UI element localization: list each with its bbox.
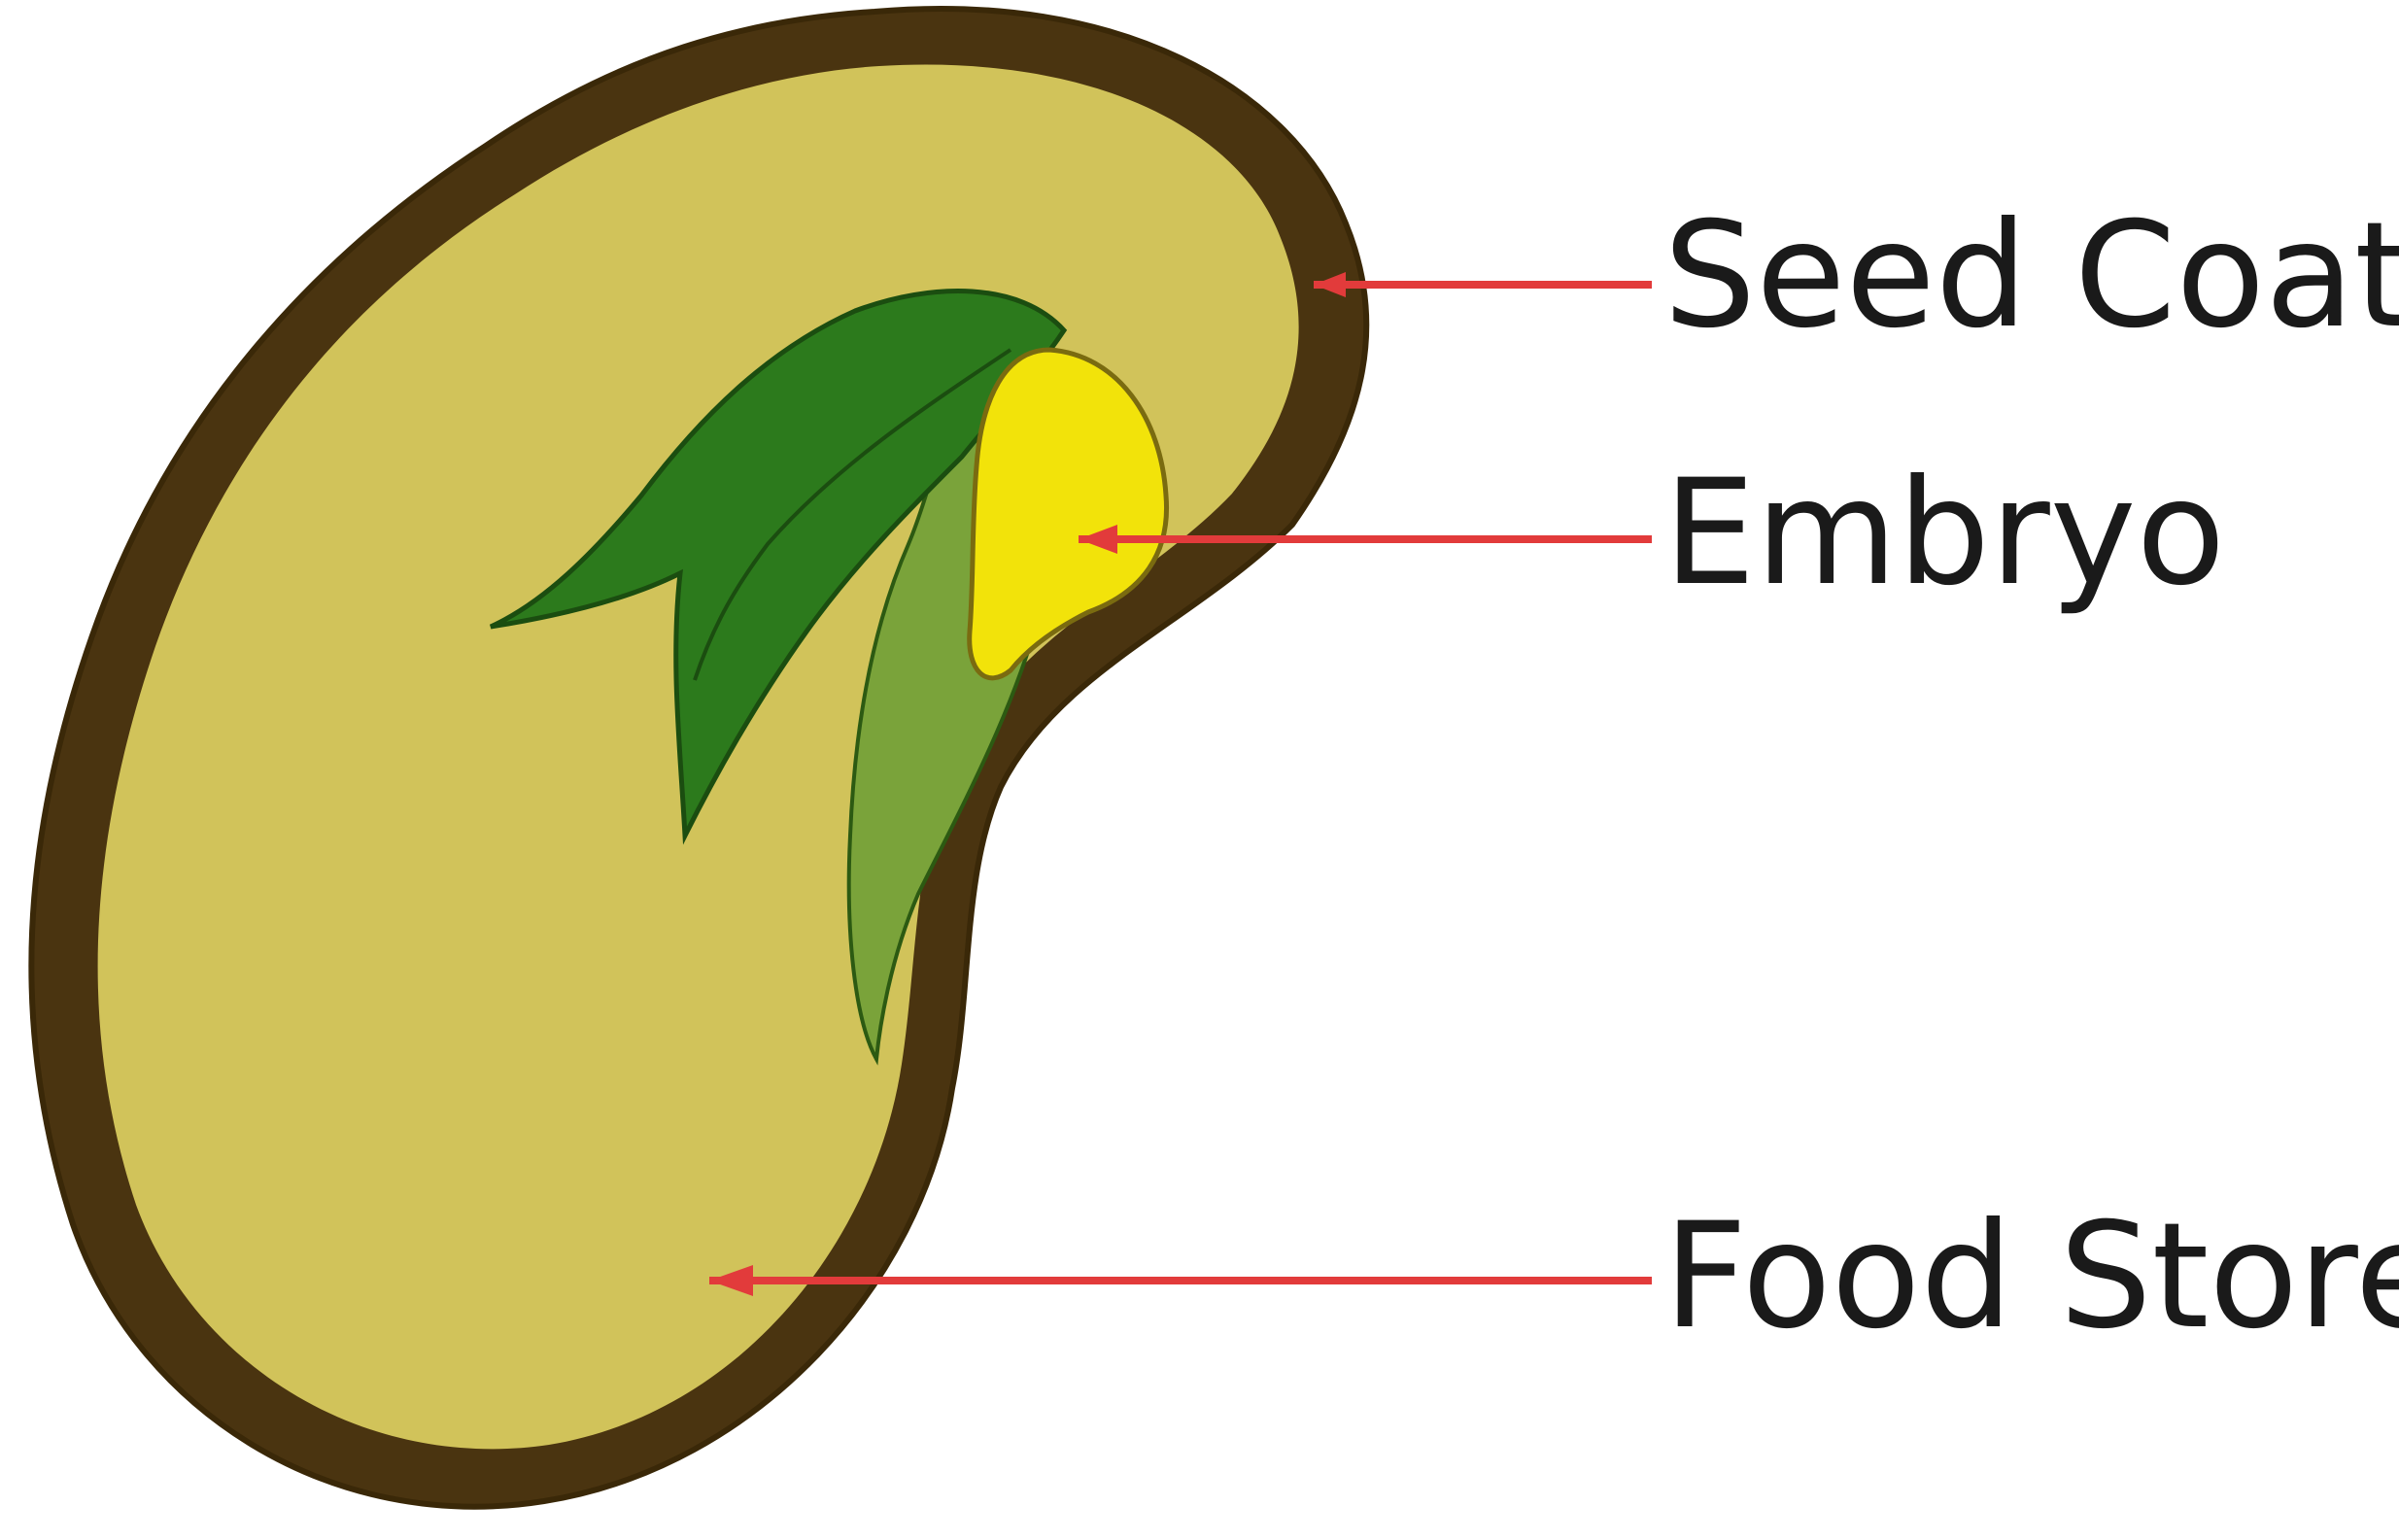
label-seed-coat: Seed Coat: [1663, 191, 2399, 360]
label-food-store: Food Store: [1663, 1192, 2399, 1361]
label-embryo: Embryo: [1663, 449, 2225, 618]
